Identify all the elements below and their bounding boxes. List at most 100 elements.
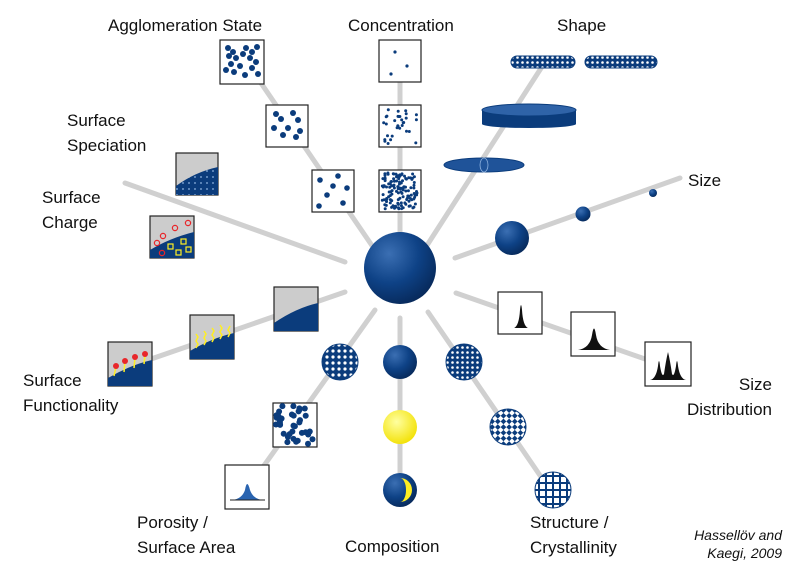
particle-dot [286,431,293,438]
particle-dot [392,186,396,190]
particle-dot [410,198,414,202]
central-nanoparticle [364,232,436,304]
citation-line1: Hassellöv and [694,527,782,543]
particle-dot [415,193,419,197]
particle-dot [397,115,401,118]
particle-dot [389,138,393,142]
particle-dot [412,175,416,179]
particle-dot [413,202,417,206]
particle-dot [397,207,401,211]
particle-dot [383,207,387,211]
particle-dot [403,201,407,205]
size-small [649,189,657,197]
particle-dot [305,440,311,447]
label-size-distribution-line1: Size [738,375,772,394]
particle-dot [401,195,405,199]
particle-dot [386,134,389,138]
label-size-distribution: Size Distribution [672,372,772,422]
particle-dot [393,206,396,210]
label-structure-line2: Crystallinity [530,538,617,557]
particle-dot [390,192,394,196]
particle-dot [394,172,398,176]
label-size: Size [688,171,722,190]
particle-dot [404,109,408,113]
particle-dot [395,179,399,183]
particle-dot [280,430,287,437]
citation-line2: Kaegi, 2009 [707,545,782,561]
label-concentration: Concentration [348,16,454,35]
size-distribution-box-2 [570,311,616,357]
particle-dot [411,172,415,176]
particle-dot [382,121,386,125]
particle-dot [412,186,416,190]
porosity-box-isotherm [224,464,270,510]
particle-dot [412,183,416,187]
label-surface-functionality: Surface Functionality [23,368,118,418]
size-large [495,221,529,255]
particle-dot [392,183,396,187]
agglomeration-box-2 [265,104,309,148]
particle-dot [385,185,388,189]
particle-dot [401,206,405,210]
shape-rod-1 [510,55,576,69]
particle-dot [383,174,387,177]
structure-checker [489,408,527,446]
size-distribution-box-3 [644,341,692,387]
particle-dot [398,196,402,200]
size-medium [575,206,591,222]
particle-dot [400,118,404,122]
porosity-sphere [321,343,359,381]
particle-dot [402,121,406,124]
structure-grid [534,471,572,509]
label-surface-charge-line2: Charge [42,213,98,232]
particle-dot [388,198,392,202]
label-surface-speciation: Surface Speciation [67,108,146,158]
functionality-box-chains [189,314,235,360]
concentration-box-medium [378,104,422,148]
particle-dot [401,179,404,183]
particle-dot [398,174,402,178]
label-shape: Shape [557,16,607,35]
particle-dot [399,201,403,205]
particle-dot [302,412,309,419]
particle-dot [385,197,389,200]
spoke-shape [421,59,548,253]
agglomeration-box-1 [219,39,265,85]
concentration-box-low [378,39,422,83]
particle-dot [386,108,390,112]
particle-dot [406,189,410,193]
shape-ellipsoid [443,157,525,173]
particle-dot [290,435,297,442]
citation: Hassellöv and Kaegi, 2009 [640,526,782,562]
particle-dot [414,113,418,117]
concentration-box-high [378,169,422,213]
particle-dot [276,420,283,427]
particle-dot [389,190,393,194]
label-surface-charge-line1: Surface [42,188,101,207]
particle-dot [389,180,393,184]
particle-dot [412,205,416,209]
label-structure-line1: Structure / [530,513,609,532]
composition-core-shell [383,473,417,507]
spoke-porosity [245,307,378,491]
particle-dot [384,203,388,207]
particle-dot [392,179,396,183]
particle-dot [403,174,406,178]
particle-dot [383,179,387,183]
particle-dot [407,204,411,208]
size-distribution-box-1 [497,291,543,335]
particle-dot [410,177,414,181]
label-surface-charge: Surface Charge [42,185,101,235]
particle-dot [387,182,391,186]
particle-dot [409,193,413,197]
particle-dot [392,177,396,181]
surface-charge-box [149,215,195,259]
particle-dot [404,112,408,116]
label-surface-speciation-line1: Surface [67,111,126,130]
particle-dot [309,436,316,443]
particle-dot [404,116,408,120]
particle-dot [414,118,418,122]
particle-dot [383,176,387,180]
particle-dot [391,204,395,208]
spoke-size [452,175,683,261]
